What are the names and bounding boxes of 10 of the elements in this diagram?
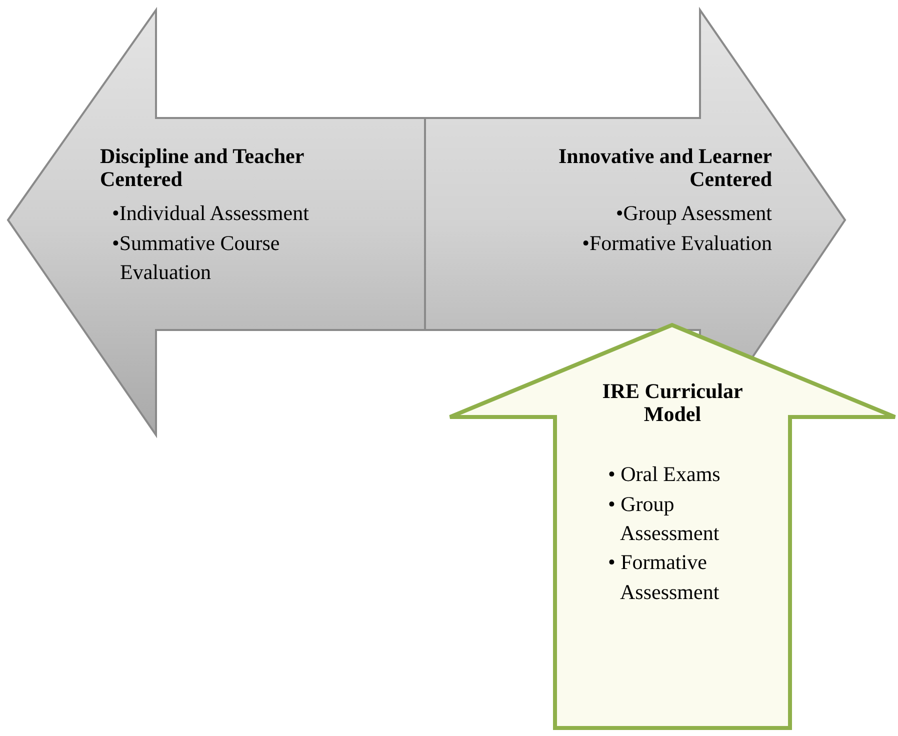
bullet-item: • Formative Assessment <box>608 549 720 606</box>
bullet-item: •Group Asessment <box>614 200 772 228</box>
arrow-heading: Innovative and Learner Centered <box>557 145 772 192</box>
arrow-heading: IRE Curricular Model <box>601 380 744 426</box>
bullet-item: •Summative Course Evaluation <box>112 230 281 286</box>
bullet-item: •Individual Assessment <box>112 200 310 228</box>
bullet-item: • Oral Exams <box>608 461 722 488</box>
bullet-item: • Group Assessment <box>608 490 720 547</box>
bullet-item: •Formative Evaluation <box>581 230 772 257</box>
arrow-heading: Discipline and Teacher Centered <box>100 145 305 192</box>
